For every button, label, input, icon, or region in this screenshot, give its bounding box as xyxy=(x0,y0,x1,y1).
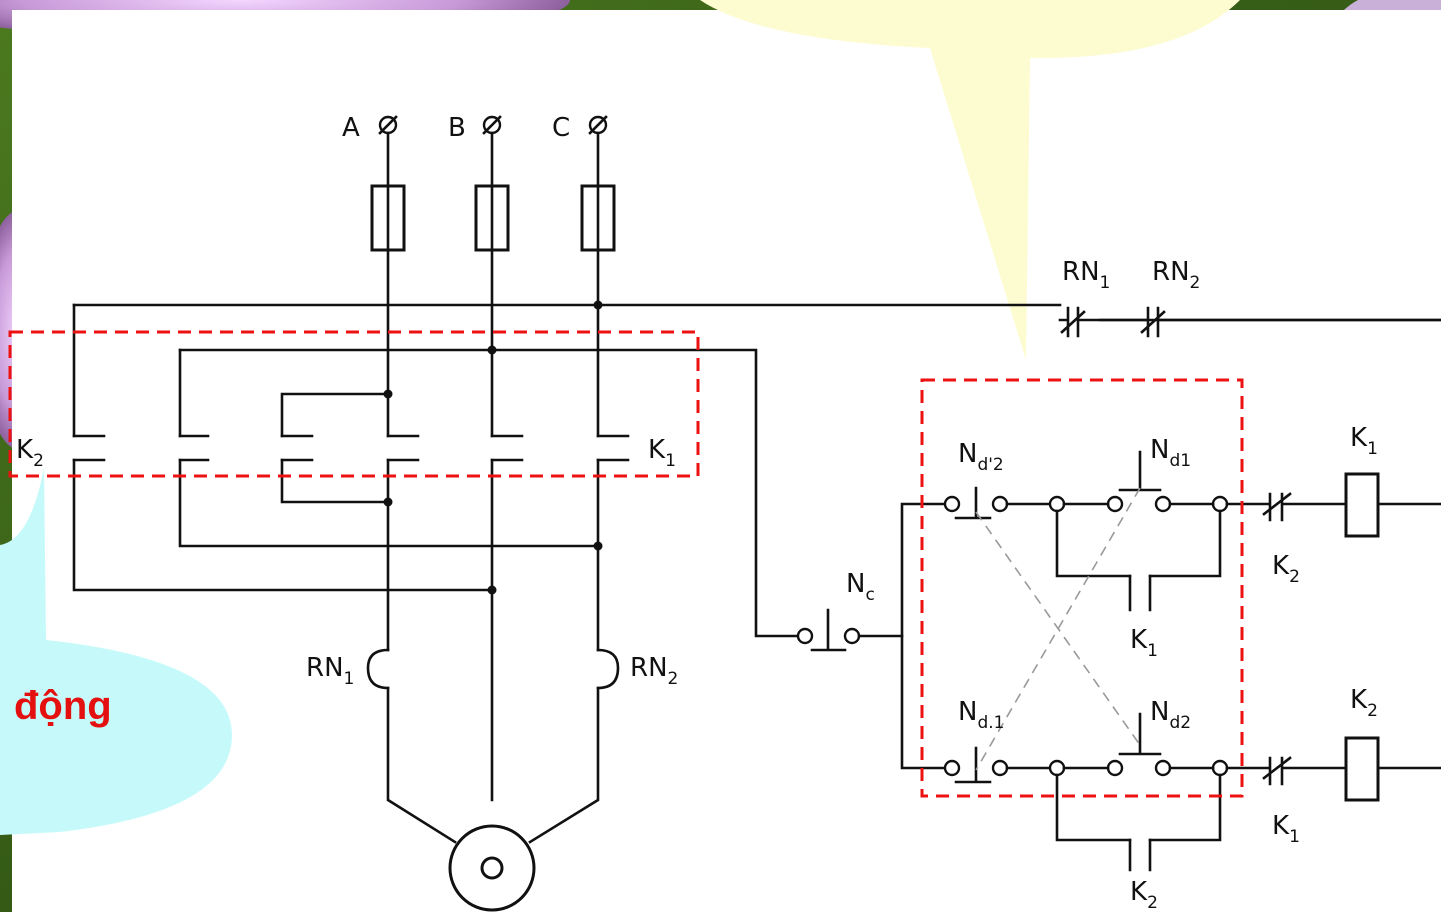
callout-left-text: động xyxy=(14,684,112,728)
rn2-contact-label: RN2 xyxy=(1152,257,1200,293)
coil-k1-label: K1 xyxy=(1350,423,1378,459)
thermal-relay-rn2 xyxy=(596,648,620,690)
relay-rn1-label: RN1 xyxy=(306,653,354,689)
control-circuit: RN1 RN2 Nc xyxy=(796,257,1441,913)
coil-k2-label: K2 xyxy=(1350,685,1378,721)
hold-k1-label: K1 xyxy=(1130,625,1158,661)
phase-c-label: C xyxy=(552,113,570,143)
nd1-label: Nd1 xyxy=(1150,435,1191,471)
phase-terminals xyxy=(378,115,608,135)
callout-top xyxy=(700,0,1240,360)
fuses xyxy=(370,184,616,252)
interlock-cross xyxy=(975,487,1141,771)
phase-a-label: A xyxy=(342,113,360,143)
upper-branch xyxy=(943,450,1441,612)
highlight-pushbuttons xyxy=(920,378,1244,798)
callout-left xyxy=(0,468,232,835)
contactor-k1-label: K1 xyxy=(648,435,676,471)
nd1-prime-label: Nd.1 xyxy=(958,697,1004,733)
interlock-k2-label: K2 xyxy=(1272,551,1300,587)
contactor-k2-label: K2 xyxy=(16,435,44,471)
nd2-label: Nd2 xyxy=(1150,697,1191,733)
rn1-contact-label: RN1 xyxy=(1062,257,1110,293)
interlock-k1-label: K1 xyxy=(1272,811,1300,847)
relay-rn2-label: RN2 xyxy=(630,653,678,689)
thermal-relay-rn1 xyxy=(366,648,390,690)
highlight-contactors xyxy=(8,330,700,478)
hold-k2-label: K2 xyxy=(1130,877,1158,912)
nd2-prime-label: Nd'2 xyxy=(958,439,1004,475)
rn-contacts xyxy=(1058,306,1441,338)
phase-b-label: B xyxy=(448,113,466,143)
motor xyxy=(448,824,536,912)
lower-branch xyxy=(943,712,1441,872)
stop-button-nc xyxy=(796,608,904,652)
stop-button-label: Nc xyxy=(846,569,875,605)
